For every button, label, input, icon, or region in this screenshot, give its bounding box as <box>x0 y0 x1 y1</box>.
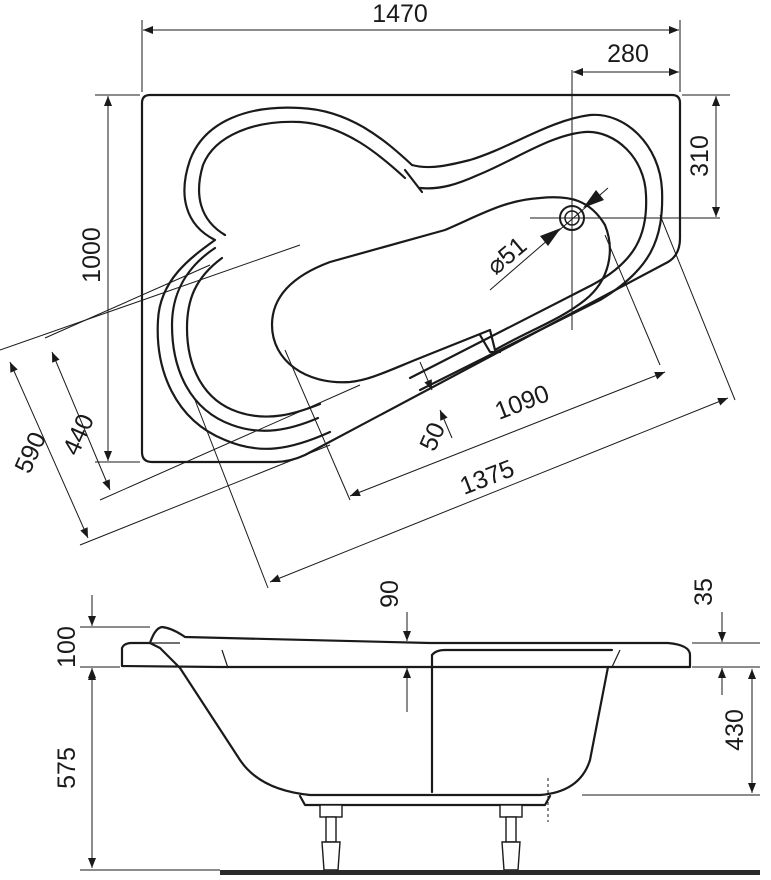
side-inner-seat <box>430 648 614 657</box>
dim-51-arrow-b <box>583 190 604 208</box>
top-left-lobe-outer <box>156 106 414 450</box>
leg-left-foot <box>321 841 341 871</box>
dim-1090-ext-a <box>284 349 351 501</box>
side-left-end <box>148 641 182 670</box>
side-body-inner <box>221 649 621 669</box>
top-inner-step <box>478 333 502 354</box>
top-right-end-inner <box>408 130 648 380</box>
dim-430-label: 430 <box>721 709 749 751</box>
dim-440-line <box>51 351 111 491</box>
side-rim <box>120 625 692 669</box>
dim-1090-label: 1090 <box>491 379 553 425</box>
dim-590-ext-b <box>79 444 331 546</box>
top-inner-lobe-3 <box>185 256 322 418</box>
side-body <box>178 665 610 797</box>
dim-1090-ext-b <box>604 234 661 366</box>
dim-310-label: 310 <box>686 135 714 177</box>
dim-100-label: 100 <box>53 626 81 668</box>
dim-440-ext-b <box>99 384 361 501</box>
dim-440-ext-a <box>44 264 211 339</box>
dim-35-label: 35 <box>690 578 718 606</box>
top-right-end-outer <box>410 113 664 392</box>
dim-1470-label: 1470 <box>372 0 428 28</box>
dim-575-label: 575 <box>53 747 81 789</box>
dim-590-label: 590 <box>9 428 52 478</box>
top-divider <box>403 168 424 194</box>
dim-1000-label: 1000 <box>78 227 106 283</box>
dim-590-ext-a <box>0 244 301 351</box>
leg-right-top <box>499 804 523 818</box>
dim-1375-line <box>269 397 729 583</box>
dim-1375-label: 1375 <box>456 454 518 500</box>
dim-280-label: 280 <box>607 40 649 68</box>
side-base <box>298 794 552 807</box>
dim-51-arrow-a <box>540 228 561 246</box>
side-floor <box>220 870 760 875</box>
dim-1375-ext-a <box>194 399 269 589</box>
leg-right-foot <box>501 841 521 871</box>
dim-51-label: ⌀51 <box>481 231 532 280</box>
dim-90-label: 90 <box>376 580 404 608</box>
top-inner-basin <box>270 196 611 384</box>
top-view: 1470 280 310 ⌀51 1000 590 440 50 <box>0 0 736 589</box>
leg-left-stem <box>325 816 337 843</box>
top-inner-lobe-2 <box>170 246 320 432</box>
top-left-lobe-inner <box>197 120 407 237</box>
dim-590-line <box>9 361 89 539</box>
leg-right-stem <box>505 816 517 843</box>
leg-left-top <box>319 804 343 818</box>
side-view: 100 575 90 35 430 <box>53 578 760 875</box>
dim-1375-ext-b <box>659 214 736 401</box>
top-outer-rim <box>140 93 682 464</box>
